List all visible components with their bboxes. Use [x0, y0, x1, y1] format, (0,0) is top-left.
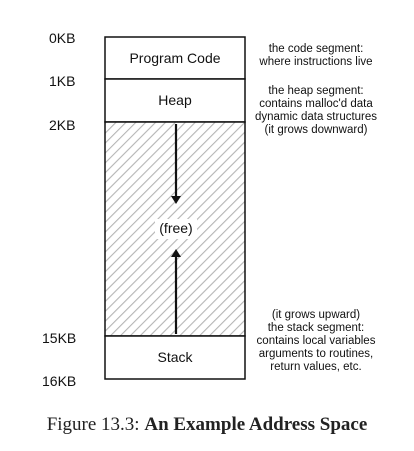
stack-note-line-1: (it grows upward): [272, 309, 360, 321]
heap-note-line-1: the heap segment:: [268, 85, 363, 97]
heap-segment-label: Heap: [158, 92, 192, 108]
stack-note-line-4: arguments to routines,: [259, 348, 373, 360]
address-label-15kb: 15KB: [42, 330, 76, 346]
stack-note-line-2: the stack segment:: [268, 322, 365, 334]
code-note-line-2: where instructions live: [258, 56, 372, 68]
stack-note-line-3: contains local variables: [257, 335, 376, 347]
figure-caption-number: Figure 13.3:: [46, 414, 140, 435]
code-segment: [104, 36, 246, 80]
address-label-2kb: 2KB: [49, 117, 75, 133]
stack-segment-label: Stack: [157, 349, 193, 365]
heap-note-line-3: dynamic data structures: [255, 111, 377, 123]
figure-caption-title: An Example Address Space: [144, 414, 368, 435]
address-label-0kb: 0KB: [49, 30, 75, 46]
free-label-background: [155, 219, 197, 239]
stack-segment: [104, 335, 246, 380]
figure-caption: Figure 13.3: An Example Address Space: [0, 414, 414, 436]
code-note-line-1: the code segment:: [269, 43, 364, 55]
address-label-16kb: 16KB: [42, 373, 76, 389]
code-segment-label: Program Code: [129, 50, 220, 66]
stack-note-line-5: return values, etc.: [270, 361, 361, 373]
address-label-1kb: 1KB: [49, 73, 75, 89]
heap-segment: [104, 78, 246, 123]
free-region-label: (free): [159, 220, 192, 236]
heap-note-line-2: contains malloc'd data: [259, 98, 373, 110]
heap-note-line-4: (it grows downward): [265, 124, 368, 136]
